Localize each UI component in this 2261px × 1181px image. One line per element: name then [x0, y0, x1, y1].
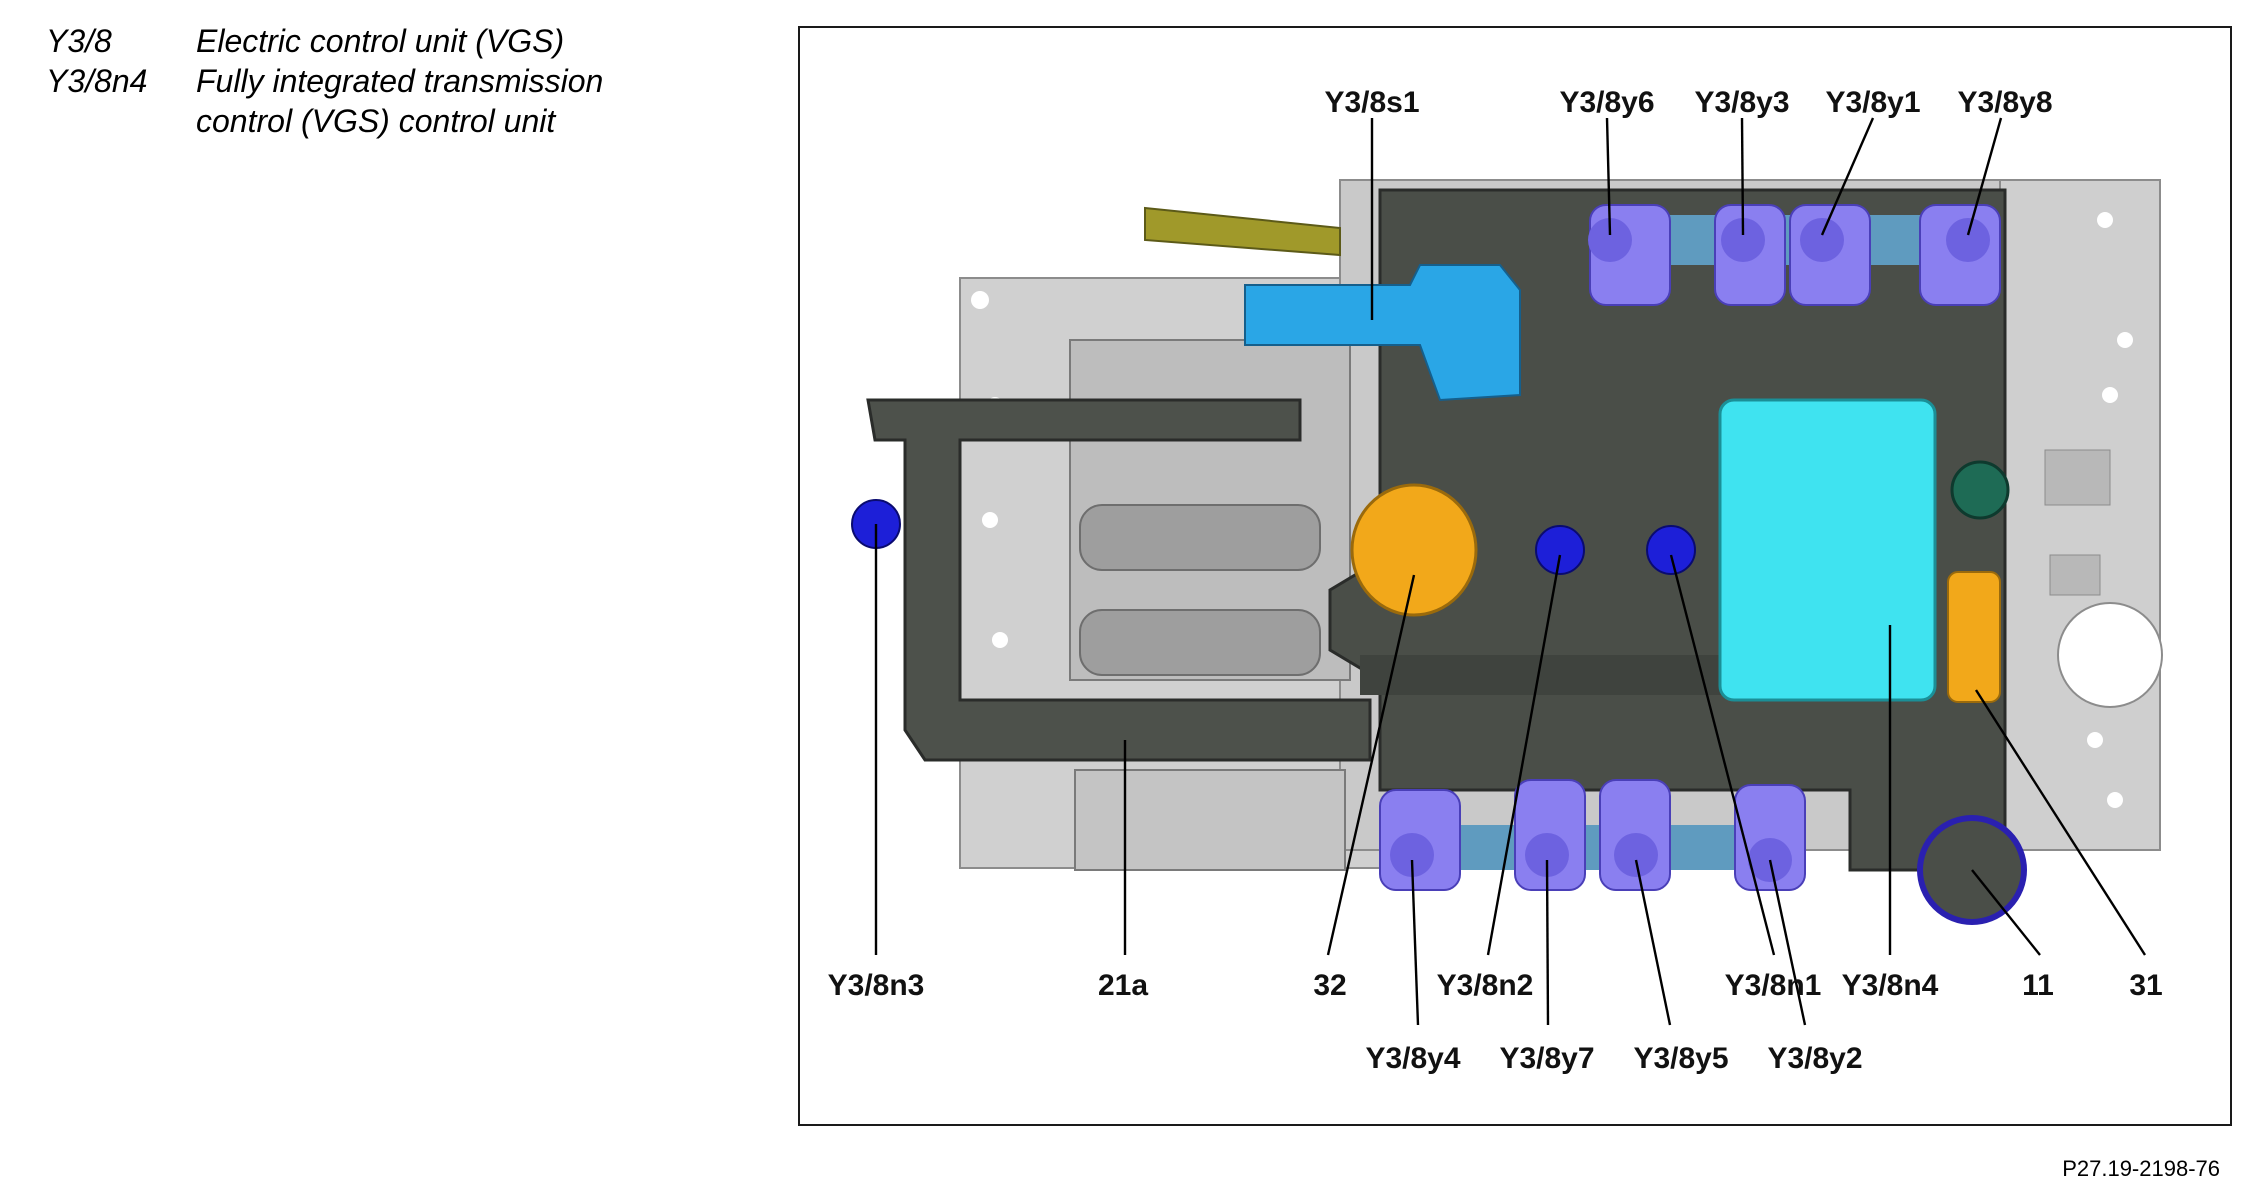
leader-lines: [874, 117, 2147, 1026]
figure-reference: P27.19-2198-76: [2062, 1156, 2220, 1181]
bottom-solenoid-valves: [1379, 779, 1806, 891]
label-y3-8y3: Y3/8y3: [1694, 86, 1789, 119]
legend-description: Fully integrated transmission: [196, 63, 604, 99]
label-32: 32: [1313, 969, 1346, 1002]
label-y3-8n2: Y3/8n2: [1437, 969, 1534, 1002]
top-solenoid-valves: [1588, 204, 2001, 306]
label-y3-8y4: Y3/8y4: [1365, 1042, 1460, 1075]
label-y3-8y8: Y3/8y8: [1957, 86, 2052, 119]
orange-sensor-31: [1947, 571, 2001, 703]
y3-8n4-control-unit: [1718, 398, 1937, 702]
y3-8n1-sensor: [1646, 525, 1696, 575]
label-11: 11: [2022, 969, 2054, 1002]
label-y3-8y1: Y3/8y1: [1825, 86, 1920, 119]
legend-code: Y3/8: [46, 23, 112, 59]
label-y3-8n3: Y3/8n3: [828, 969, 925, 1002]
label-y3-8n1: Y3/8n1: [1725, 969, 1822, 1002]
label-y3-8y6: Y3/8y6: [1559, 86, 1654, 119]
green-sensor: [1950, 460, 2010, 520]
y3-8n2-sensor: [1535, 525, 1585, 575]
selector-lever: [1144, 206, 1341, 257]
legend-description: control (VGS) control unit: [196, 103, 556, 139]
label-y3-8y2: Y3/8y2: [1767, 1042, 1862, 1075]
label-y3-8s1: Y3/8s1: [1324, 86, 1419, 119]
diagram-frame: [798, 26, 2232, 1126]
label-21a: 21a: [1098, 969, 1148, 1002]
label-y3-8n4: Y3/8n4: [1842, 969, 1939, 1002]
label-y3-8y7: Y3/8y7: [1499, 1042, 1594, 1075]
label-31: 31: [2129, 969, 2162, 1002]
valve-spools: [1069, 339, 1351, 871]
orange-sensor-32: [1350, 483, 1478, 617]
legend-description: Electric control unit (VGS): [196, 23, 565, 59]
legend-code: Y3/8n4: [46, 63, 148, 99]
label-y3-8y5: Y3/8y5: [1633, 1042, 1728, 1075]
y3-8s1-sensor: [1244, 264, 1521, 402]
